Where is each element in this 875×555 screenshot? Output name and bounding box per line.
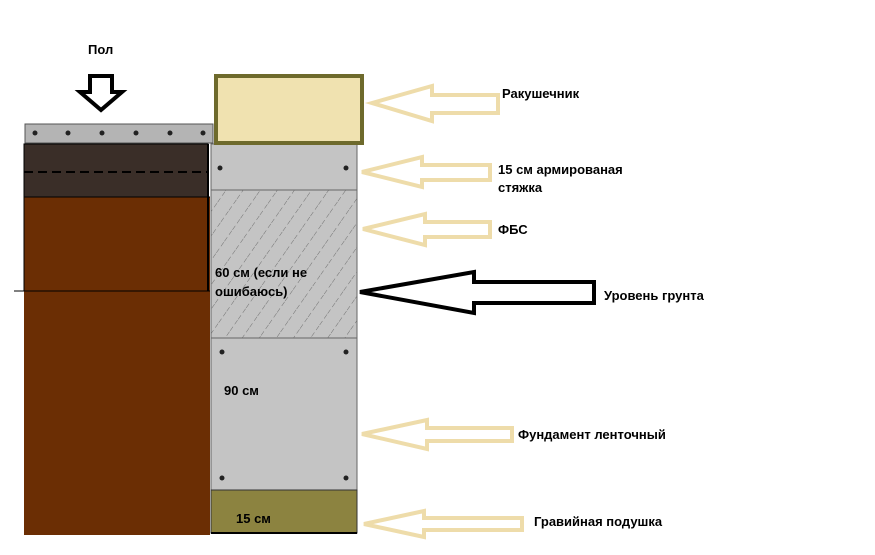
ground-level-arrow — [359, 269, 596, 316]
screed-label-line2: стяжка — [498, 180, 543, 195]
floor-slab-rivets — [32, 130, 206, 136]
fbs-height-annotation-line2: ошибаюсь) — [215, 284, 288, 299]
foundation-rivets — [219, 349, 349, 481]
soil-body — [24, 197, 210, 535]
floor-backfill-layer — [23, 143, 209, 198]
foundation-height-annotation: 90 см — [224, 383, 259, 398]
reinforced-screed-layer — [210, 143, 358, 191]
gravel-cushion-layer — [210, 489, 358, 534]
floor-label: Пол — [88, 42, 113, 57]
shell-rock-label: Ракушечник — [502, 86, 580, 101]
gravel-cushion-arrow — [363, 508, 524, 540]
strip-foundation-label: Фундамент ленточный — [518, 427, 666, 442]
fbs-arrow — [362, 211, 492, 248]
shell-rock-arrow — [364, 83, 500, 124]
screed-arrow — [361, 154, 492, 190]
floor-slab — [24, 123, 214, 144]
ground-level-label: Уровень грунта — [604, 288, 705, 303]
gravel-height-annotation: 15 см — [236, 511, 271, 526]
fbs-height-annotation-line1: 60 см (если не — [215, 265, 307, 280]
shell-rock-block — [214, 74, 364, 145]
screed-rivets — [217, 165, 349, 171]
strip-foundation-block — [210, 337, 358, 491]
screed-label-line1: 15 см армированая — [498, 162, 623, 177]
gravel-cushion-label: Гравийная подушка — [534, 514, 663, 529]
floor-down-arrow — [74, 74, 128, 113]
strip-foundation-arrow — [361, 417, 514, 452]
fbs-label: ФБС — [498, 222, 528, 237]
fbs-hatching — [210, 189, 358, 339]
